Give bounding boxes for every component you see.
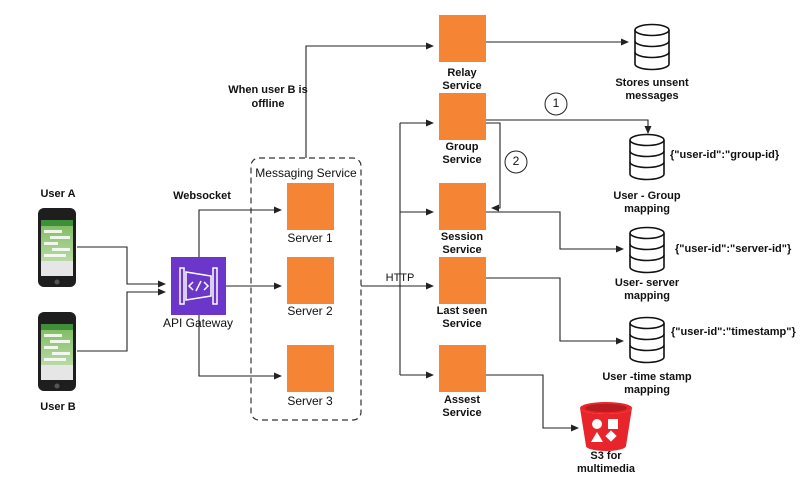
offline-label-line1: When user B is — [228, 84, 308, 96]
s3-label-2: multimedia — [576, 463, 636, 475]
api-gateway-icon — [171, 257, 226, 315]
edge-session-server-db — [486, 211, 624, 253]
step-2-circle — [504, 150, 528, 174]
server-1-label: Server 1 — [287, 231, 333, 245]
step-1-circle — [544, 92, 568, 116]
relay-service-label-1: Relay — [447, 67, 477, 79]
step-1-label: 1 — [552, 96, 560, 110]
edge-user-b-gateway — [77, 288, 166, 352]
last-seen-service-label-2: Service — [442, 318, 482, 330]
database-timestamp-icon — [629, 316, 665, 364]
timestamp-store-label-1: User -time stamp — [602, 371, 692, 383]
group-store-label-1: User - Group — [613, 190, 681, 202]
server-2-label: Server 2 — [287, 304, 333, 318]
user-b-phone-icon — [38, 312, 76, 391]
websocket-label: Websocket — [173, 190, 231, 202]
s3-label-1: S3 for — [590, 450, 622, 462]
server-store-label-2: mapping — [624, 290, 670, 302]
database-unsent-icon — [634, 23, 670, 71]
messaging-service-title: Messaging Service — [255, 166, 357, 180]
timestamp-store-label-2: mapping — [624, 384, 670, 396]
http-label: HTTP — [385, 272, 415, 284]
offline-label-line2: offline — [251, 98, 285, 110]
edge-group-db — [486, 119, 652, 134]
server-3-label: Server 3 — [287, 394, 333, 408]
server-store-label-1: User- server — [614, 277, 680, 289]
unsent-store-label-1: Stores unsent — [615, 77, 689, 89]
edge-user-a-gateway — [77, 246, 166, 288]
edge-last-seen-timestamp-db — [486, 277, 624, 345]
s3-bucket-icon — [580, 402, 632, 451]
assest-service-label-2: Service — [442, 407, 482, 419]
edge-to-relay — [305, 42, 434, 158]
session-service-label-2: Service — [442, 244, 482, 256]
group-service-label-1: Group — [445, 141, 479, 153]
user-a-phone-icon — [38, 208, 76, 287]
unsent-store-label-2: messages — [625, 90, 679, 102]
timestamp-schema-label: {"user-id":"timestamp"} — [671, 326, 796, 338]
relay-service-icon — [439, 15, 486, 62]
step-2-label: 2 — [512, 154, 520, 168]
last-seen-service-icon — [439, 257, 486, 304]
messaging-service-container — [250, 157, 362, 421]
server-1-icon — [287, 183, 334, 230]
group-schema-label: {"user-id":"group-id} — [670, 149, 780, 161]
edge-assest-s3 — [486, 374, 579, 432]
edge-group-session — [486, 122, 501, 212]
group-service-icon — [439, 93, 486, 140]
database-user-server-icon — [629, 226, 665, 274]
group-store-label-2: mapping — [624, 203, 670, 215]
user-a-label: User A — [40, 188, 76, 200]
assest-service-label-1: Assest — [443, 394, 481, 406]
server-schema-label: {"user-id":"server-id"} — [675, 243, 792, 255]
relay-service-label-2: Service — [442, 80, 482, 92]
database-user-group-icon — [629, 133, 665, 181]
edge-gateway-server-3 — [198, 315, 282, 380]
api-gateway-label: API Gateway — [162, 316, 234, 330]
session-service-icon — [439, 183, 486, 230]
server-3-icon — [287, 345, 334, 392]
session-service-label-1: Session — [440, 231, 484, 243]
server-2-icon — [287, 257, 334, 304]
group-service-label-2: Service — [442, 154, 482, 166]
last-seen-service-label-1: Last seen — [436, 305, 488, 317]
assest-service-icon — [439, 345, 486, 392]
user-b-label: User B — [40, 401, 76, 413]
edge-gateway-server-1 — [198, 206, 282, 257]
